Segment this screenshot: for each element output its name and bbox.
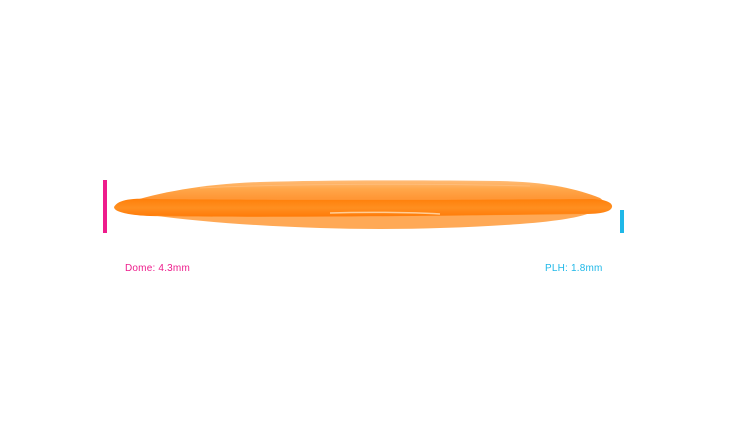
dome-measurement-label: Dome: 4.3mm [125,263,190,274]
disc-highlight [329,211,441,215]
disc-rim [114,198,613,217]
dome-height-marker [103,180,107,233]
disc-underside [150,213,590,229]
disc-dome-texture [199,183,531,189]
plh-height-marker [620,210,624,233]
plh-measurement-label: PLH: 1.8mm [545,263,603,274]
